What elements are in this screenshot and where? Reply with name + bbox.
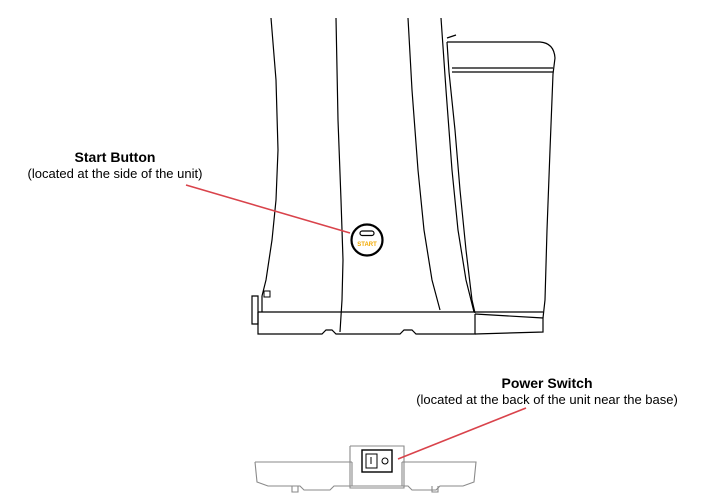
power-switch-subtitle: (located at the back of the unit near th… (416, 392, 678, 407)
start-button-subtitle: (located at the side of the unit) (27, 166, 203, 181)
start-button-led-icon (359, 230, 375, 237)
power-switch-label: Power Switch (located at the back of the… (388, 375, 706, 408)
power-off-symbol-icon (381, 457, 389, 465)
unit-back-view-base (254, 445, 477, 493)
start-button-callout-line (185, 184, 351, 234)
power-switch-illustration (361, 449, 393, 473)
start-button-text: START (357, 242, 377, 248)
start-button-label: Start Button (located at the side of the… (0, 149, 230, 182)
port-icon (263, 290, 271, 298)
power-switch-title: Power Switch (501, 375, 593, 391)
unit-side-view (251, 17, 556, 335)
power-switch-callout-line (397, 407, 527, 460)
start-button-illustration: START (350, 223, 384, 257)
start-button-title: Start Button (74, 149, 156, 165)
